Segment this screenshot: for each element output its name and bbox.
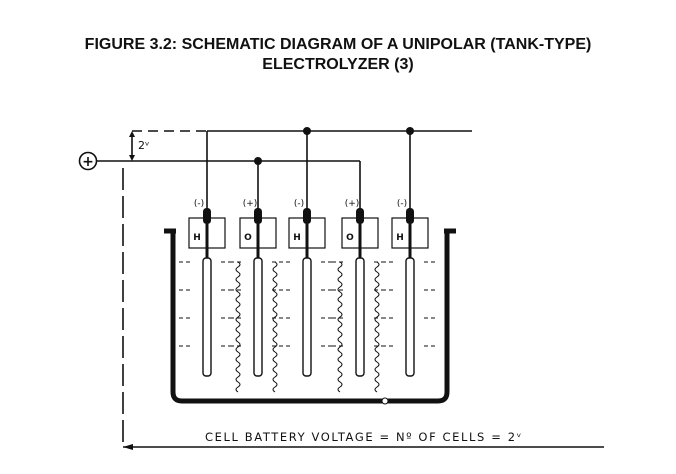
gas-label: O — [244, 233, 252, 243]
gas-label: O — [346, 233, 354, 243]
electrode-plate — [253, 257, 263, 377]
plus-terminal-icon — [78, 151, 98, 171]
polarity-label: (+) — [243, 199, 258, 209]
electrode-plate — [405, 257, 415, 377]
arrowhead-icon — [129, 131, 135, 137]
drain-valve — [381, 397, 389, 405]
junction-node — [303, 127, 311, 135]
electrode: (-) H — [382, 199, 438, 377]
electrode: (-) H — [279, 199, 335, 377]
electrode-cap — [406, 208, 414, 224]
oxygen-bubbles — [337, 261, 343, 393]
polarity-label: (-) — [194, 199, 204, 209]
electrode-plate — [302, 257, 312, 377]
gas-label: H — [293, 233, 301, 243]
gas-label: H — [396, 233, 404, 243]
arrowhead-icon — [129, 155, 135, 161]
electrode-cap — [203, 208, 211, 224]
electrode: (-) H — [179, 199, 235, 377]
arrowhead-icon — [123, 444, 133, 450]
tank — [170, 232, 450, 404]
polarity-label: (-) — [397, 199, 407, 209]
polarity-label: (+) — [345, 199, 360, 209]
electrode-cap — [303, 208, 311, 224]
voltage-label: 2ᵛ — [138, 139, 150, 152]
positive-terminal: + — [78, 151, 98, 171]
junction-node — [254, 157, 262, 165]
oxygen-bubbles — [235, 261, 241, 393]
figure-title-line2: ELECTROLYZER (3) — [262, 56, 414, 73]
electrode-plate — [202, 257, 212, 377]
junction-node — [406, 127, 414, 135]
gas-label: H — [193, 233, 201, 243]
caption: CELL BATTERY VOLTAGE = Nº OF CELLS = 2ᵛ — [205, 430, 523, 444]
electrode-cap — [254, 208, 262, 224]
electrode: (+) O — [332, 199, 388, 393]
terminal-symbol: + — [82, 154, 94, 170]
oxygen-bubbles — [374, 261, 380, 393]
polarity-label: (-) — [294, 199, 304, 209]
figure-title-line1: FIGURE 3.2: SCHEMATIC DIAGRAM OF A UNIPO… — [84, 36, 592, 53]
oxygen-bubbles — [272, 261, 278, 393]
electrode: (+) O — [230, 199, 286, 393]
electrode-plate — [355, 257, 365, 377]
electrode-cap — [356, 208, 364, 224]
